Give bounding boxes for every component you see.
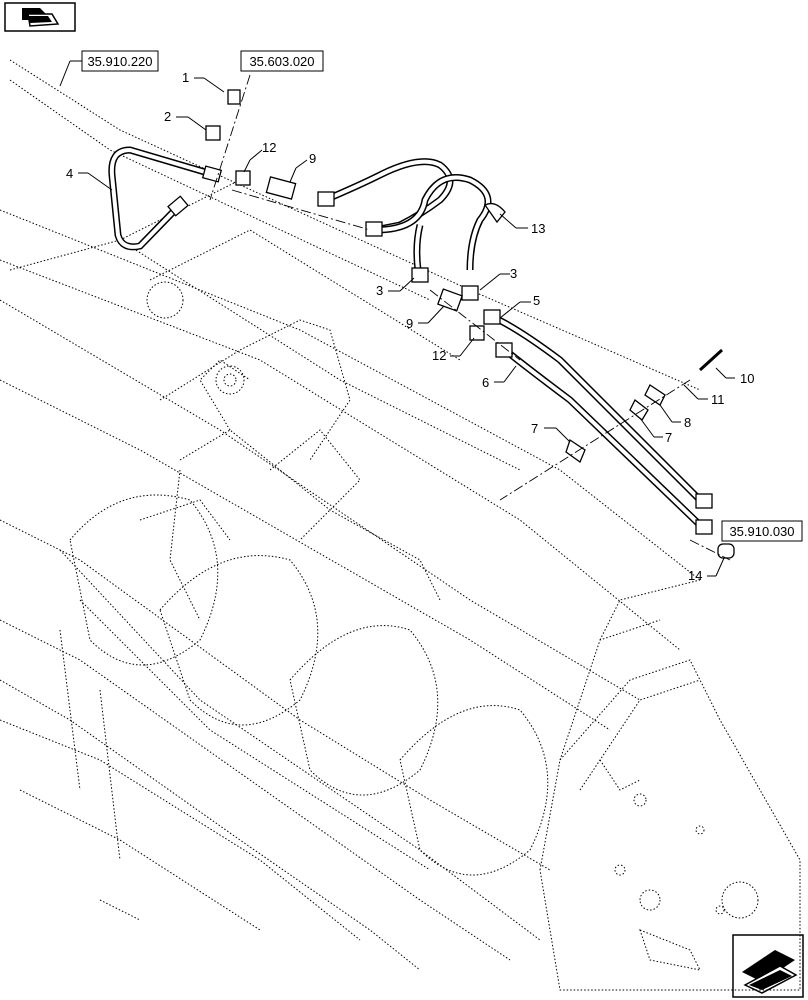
- reference-35-603-020[interactable]: 35.603.020: [240, 50, 324, 72]
- callout-4: 4: [66, 166, 73, 181]
- callout-labels: 1 2 4 12 9 13 3 3 9 5 12 6 10 11 8 7 7 1…: [66, 70, 754, 583]
- center-lines: [209, 74, 731, 561]
- reference-35-910-030[interactable]: 35.910.030: [721, 520, 803, 542]
- tube-part-4: [108, 146, 216, 251]
- svg-text:35.603.020: 35.603.020: [249, 54, 314, 69]
- callout-13: 13: [531, 221, 545, 236]
- svg-text:35.910.030: 35.910.030: [729, 524, 794, 539]
- callout-9-lower: 9: [406, 316, 413, 331]
- callout-12-lower: 12: [432, 348, 446, 363]
- callout-8: 8: [684, 415, 691, 430]
- callout-11: 11: [711, 392, 725, 407]
- callouts: [78, 77, 735, 577]
- reference-35-910-220[interactable]: 35.910.220: [59, 50, 159, 87]
- svg-text:35.910.220: 35.910.220: [87, 54, 152, 69]
- callout-2: 2: [164, 109, 171, 124]
- callout-12-upper: 12: [262, 140, 276, 155]
- callout-9-upper: 9: [309, 151, 316, 166]
- callout-3-left: 3: [376, 283, 383, 298]
- callout-5: 5: [533, 293, 540, 308]
- header-frame: [0, 59, 801, 991]
- callout-10: 10: [740, 371, 754, 386]
- callout-7-left: 7: [531, 421, 538, 436]
- callout-6: 6: [482, 375, 489, 390]
- callout-1: 1: [182, 70, 189, 85]
- callout-3-right: 3: [510, 266, 517, 281]
- previous-page-icon[interactable]: [4, 2, 76, 32]
- callout-14: 14: [688, 568, 702, 583]
- tube-part-5: [493, 314, 703, 503]
- next-page-icon[interactable]: [732, 934, 804, 998]
- callout-7-right: 7: [665, 430, 672, 445]
